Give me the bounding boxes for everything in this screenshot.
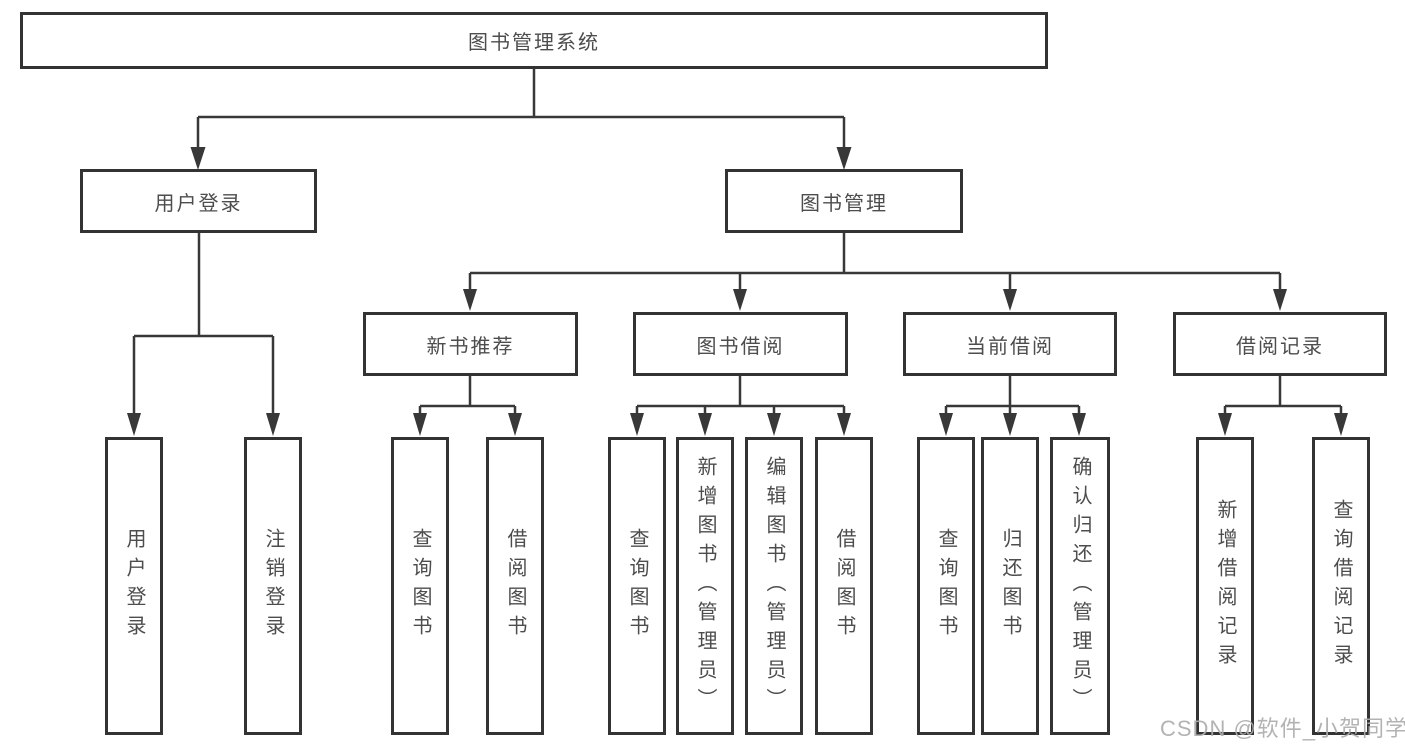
leaf-edit-books-admin: 编辑图书（管理员）: [745, 437, 803, 735]
node-label: 图书借阅: [696, 335, 785, 358]
leaf-borrow-books-recommend: 借阅图书: [486, 437, 544, 735]
leaf-label: 查询图书: [935, 528, 957, 644]
leaf-label: 查询图书: [409, 528, 431, 644]
node-user-login: 用户登录: [80, 169, 317, 233]
leaf-label: 新增图书（管理员）: [694, 455, 716, 717]
leaf-label: 查询借阅记录: [1330, 499, 1352, 673]
node-new-book-recommendation: 新书推荐: [363, 312, 578, 376]
node-current-borrowing: 当前借阅: [903, 312, 1117, 376]
leaf-label: 注销登录: [262, 528, 284, 644]
leaf-label: 确认归还（管理员）: [1069, 455, 1091, 717]
node-borrowing-records: 借阅记录: [1173, 312, 1387, 376]
leaf-query-books-borrowing: 查询图书: [608, 437, 666, 735]
leaf-label: 借阅图书: [833, 528, 855, 644]
node-library-management-system: 图书管理系统: [20, 12, 1048, 69]
leaf-logout-login: 注销登录: [244, 437, 302, 735]
leaf-label: 归还图书: [999, 528, 1021, 644]
node-label: 新书推荐: [426, 335, 515, 358]
node-label: 图书管理系统: [468, 32, 600, 54]
leaf-add-borrow-record: 新增借阅记录: [1196, 437, 1254, 735]
leaf-borrow-books-borrowing: 借阅图书: [815, 437, 873, 735]
node-book-borrowing: 图书借阅: [633, 312, 848, 376]
leaf-label: 用户登录: [123, 528, 145, 644]
leaf-label: 编辑图书（管理员）: [763, 455, 785, 717]
leaf-user-login: 用户登录: [105, 437, 163, 735]
leaf-confirm-return-admin: 确认归还（管理员）: [1050, 437, 1110, 735]
csdn-watermark: CSDN @软件_小贺同学: [1160, 716, 1405, 741]
leaf-label: 查询图书: [626, 528, 648, 644]
node-label: 借阅记录: [1236, 335, 1324, 358]
node-label: 图书管理: [800, 192, 888, 215]
leaf-return-books: 归还图书: [981, 437, 1039, 735]
leaf-query-books-current: 查询图书: [917, 437, 975, 735]
node-label: 当前借阅: [966, 335, 1054, 358]
leaf-label: 新增借阅记录: [1214, 499, 1236, 673]
node-book-management: 图书管理: [725, 169, 963, 233]
leaf-query-books-recommend: 查询图书: [391, 437, 449, 735]
leaf-label: 借阅图书: [504, 528, 526, 644]
leaf-query-borrow-record: 查询借阅记录: [1312, 437, 1370, 735]
leaf-add-books-admin: 新增图书（管理员）: [676, 437, 734, 735]
arrowheads: [127, 147, 1348, 436]
node-label: 用户登录: [154, 192, 243, 215]
